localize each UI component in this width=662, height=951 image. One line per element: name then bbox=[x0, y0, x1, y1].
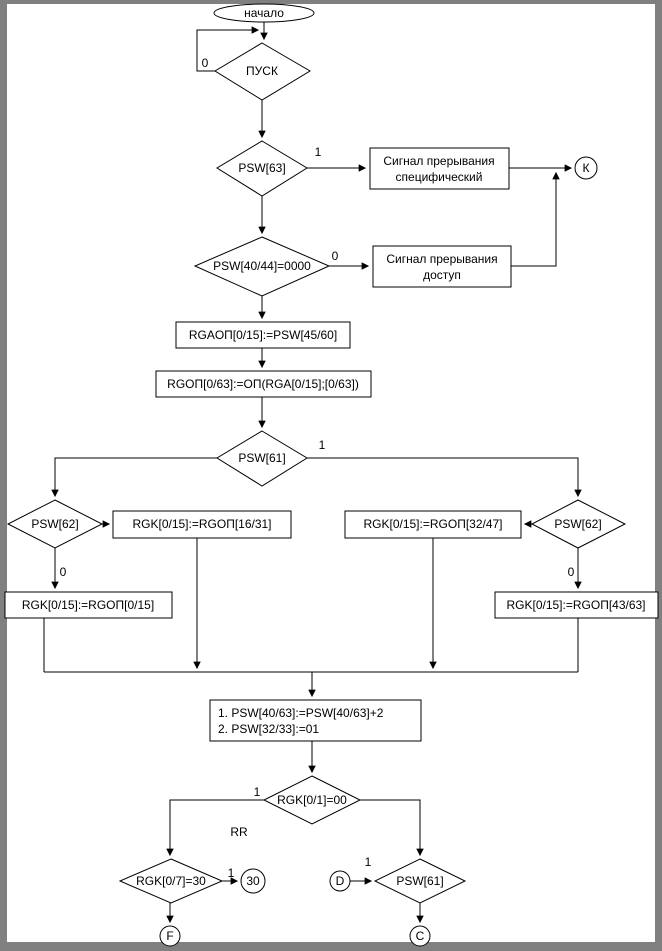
rgk07-label: RGK[0/7]=30 bbox=[136, 874, 206, 888]
decision-pusk bbox=[214, 42, 311, 101]
rgk-0-15-label: RGK[0/15]:=RGОП[0/15] bbox=[22, 598, 154, 612]
rgk-16-31-label: RGK[0/15]:=RGОП[16/31] bbox=[132, 517, 271, 531]
rgop-label: RGОП[0/63]:=ОП(RGA[0/15];[0/63]) bbox=[167, 377, 359, 391]
rgk-32-47-label: RGK[0/15]:=RGОП[32/47] bbox=[363, 517, 502, 531]
decision-rgk07 bbox=[118, 858, 224, 904]
edge-label-psw4044-no: 0 bbox=[332, 249, 339, 263]
edge-label-psw62-left-no: 0 bbox=[60, 565, 67, 579]
psw61-b-label: PSW[61] bbox=[396, 874, 443, 888]
pusk-label: ПУСК bbox=[246, 64, 278, 78]
edge-pusk-loop bbox=[196, 26, 260, 72]
process-rgaop bbox=[175, 321, 351, 349]
int-access-label-line2: доступ bbox=[423, 268, 461, 282]
edge-psw61-psw62-right bbox=[307, 457, 582, 498]
process-rgk-16-31 bbox=[112, 510, 292, 539]
start-terminator bbox=[213, 3, 315, 23]
rgk01-label: RGK[0/1]=00 bbox=[277, 793, 347, 807]
process-int-access bbox=[372, 245, 512, 288]
psw63-label: PSW[63] bbox=[238, 161, 285, 175]
edge-label-psw62-right-no: 0 bbox=[568, 565, 575, 579]
process-rgop bbox=[155, 370, 372, 398]
rgaop-label: RGAОП[0/15]:=PSW[45/60] bbox=[189, 328, 337, 342]
edge-label-psw61-yes: 1 bbox=[319, 438, 326, 452]
edge-label-pusk-loop: 0 bbox=[202, 56, 209, 70]
decision-psw61-b bbox=[373, 858, 467, 904]
connector-c bbox=[409, 925, 431, 947]
connector-k bbox=[574, 156, 598, 180]
int-specific-label-line2: специфический bbox=[396, 170, 483, 184]
edge-label-rgk07-yes: 1 bbox=[228, 866, 235, 880]
edge-rgk01-rgk07 bbox=[166, 799, 264, 857]
int-access-label-line1: Сигнал прерывания bbox=[386, 252, 497, 266]
connector-c-label: C bbox=[416, 929, 425, 943]
process-rgk-43-63 bbox=[494, 591, 659, 619]
process-psw-update bbox=[209, 699, 422, 742]
decision-psw63 bbox=[216, 140, 308, 197]
edge-label-rr: RR bbox=[230, 825, 248, 839]
int-specific-label-line1: Сигнал прерывания bbox=[383, 154, 494, 168]
decision-psw4044 bbox=[193, 236, 331, 297]
psw62-left-label: PSW[62] bbox=[31, 517, 78, 531]
process-rgk-32-47 bbox=[344, 510, 522, 539]
decision-psw62-right bbox=[530, 499, 627, 549]
psw61-label: PSW[61] bbox=[238, 451, 285, 465]
edge-rgk01-psw61b bbox=[360, 799, 424, 857]
rgk-43-63-label: RGK[0/15]:=RGОП[43/63] bbox=[506, 598, 645, 612]
psw-update-label-line2: 2. PSW[32/33]:=01 bbox=[218, 722, 319, 736]
psw4044-label: PSW[40/44]=0000 bbox=[213, 259, 311, 273]
connector-d bbox=[329, 870, 351, 892]
connector-30 bbox=[240, 868, 266, 894]
connector-f bbox=[159, 925, 181, 947]
connector-d-label: D bbox=[336, 874, 345, 888]
process-rgk-0-15 bbox=[4, 591, 173, 619]
edge-psw61-psw62-left bbox=[51, 457, 217, 498]
connector-k-label: К bbox=[583, 161, 590, 175]
process-int-specific bbox=[369, 147, 510, 190]
edge-int-access-k bbox=[511, 171, 560, 267]
decision-psw61 bbox=[216, 430, 308, 487]
connector-f-label: F bbox=[166, 929, 173, 943]
decision-psw62-left bbox=[6, 499, 104, 549]
edge-label-rgk01-yes: 1 bbox=[254, 785, 261, 799]
psw62-right-label: PSW[62] bbox=[554, 517, 601, 531]
connector-30-label: 30 bbox=[246, 874, 260, 888]
edge-label-psw61-b-yes: 1 bbox=[365, 855, 372, 869]
psw-update-label-line1: 1. PSW[40/63]:=PSW[40/63]+2 bbox=[218, 706, 384, 720]
start-label: начало bbox=[244, 6, 284, 20]
decision-rgk01 bbox=[262, 775, 362, 825]
edge-label-psw63-yes: 1 bbox=[315, 145, 322, 159]
